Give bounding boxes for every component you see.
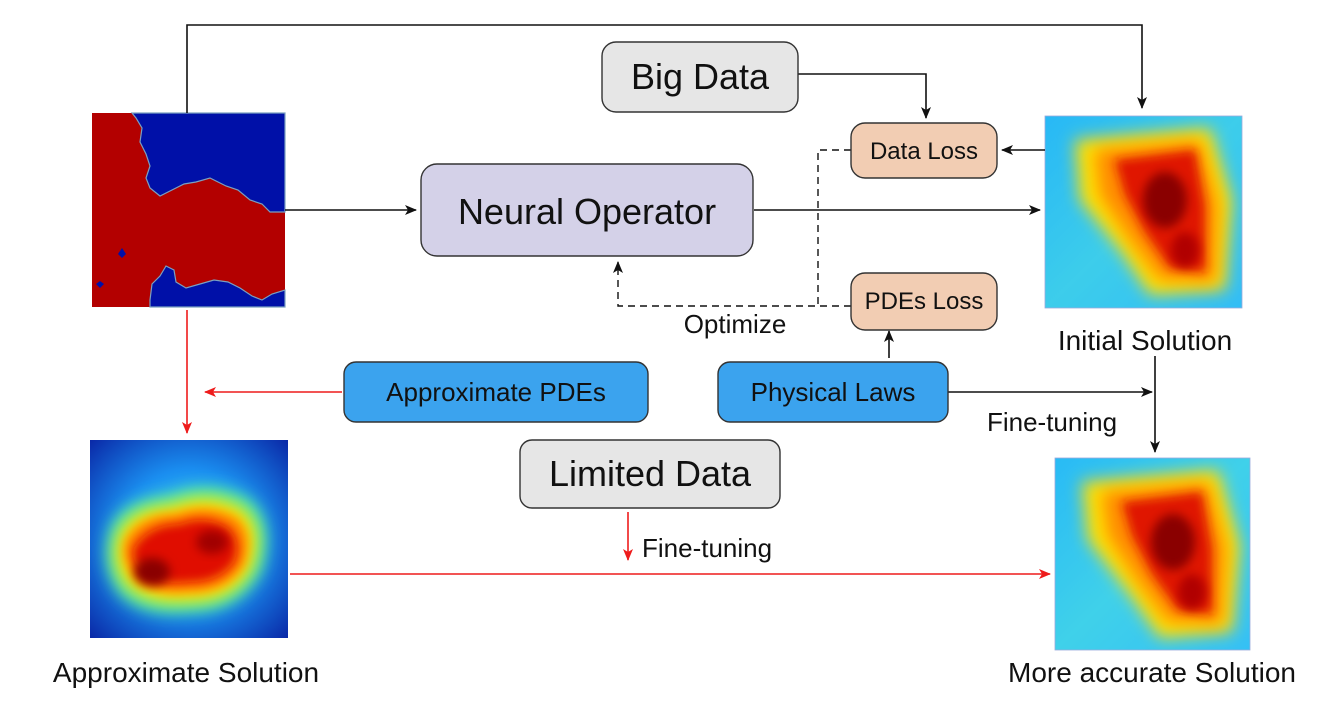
more-accurate-solution-caption: More accurate Solution bbox=[1008, 657, 1296, 688]
input-field-image bbox=[92, 112, 286, 308]
data-loss-node: Data Loss bbox=[850, 122, 998, 179]
approximate-pdes-node: Approximate PDEs bbox=[343, 361, 649, 423]
more-accurate-solution-heatmap bbox=[1055, 458, 1250, 650]
big-data-node: Big Data bbox=[601, 41, 799, 113]
initial-solution-caption: Initial Solution bbox=[1058, 325, 1232, 356]
pdes-loss-node: PDEs Loss bbox=[850, 272, 998, 331]
pdes-loss-label: PDEs Loss bbox=[865, 288, 984, 315]
data-loss-label: Data Loss bbox=[870, 138, 978, 165]
initial-solution-heatmap bbox=[1045, 116, 1242, 308]
arrow-bigdata-to-dataloss bbox=[798, 73, 931, 119]
black-arrows bbox=[186, 24, 1160, 453]
big-data-label: Big Data bbox=[631, 56, 770, 97]
neural-operator-node: Neural Operator bbox=[420, 163, 754, 257]
physical-laws-label: Physical Laws bbox=[751, 377, 916, 407]
approximate-pdes-label: Approximate PDEs bbox=[386, 377, 606, 407]
limited-data-node: Limited Data bbox=[519, 439, 781, 509]
optimize-dashed-loop bbox=[613, 149, 851, 307]
approximate-solution-heatmap bbox=[90, 440, 288, 638]
red-arrows bbox=[182, 310, 1051, 579]
arrow-input-to-initial-top bbox=[186, 24, 1147, 113]
approximate-solution-caption: Approximate Solution bbox=[53, 657, 319, 688]
fine-tuning-physics-label: Fine-tuning bbox=[987, 407, 1117, 437]
physical-laws-node: Physical Laws bbox=[717, 361, 949, 423]
optimize-label: Optimize bbox=[684, 309, 787, 339]
fine-tuning-data-label: Fine-tuning bbox=[642, 533, 772, 563]
limited-data-label: Limited Data bbox=[549, 453, 752, 494]
neural-operator-label: Neural Operator bbox=[458, 191, 716, 232]
